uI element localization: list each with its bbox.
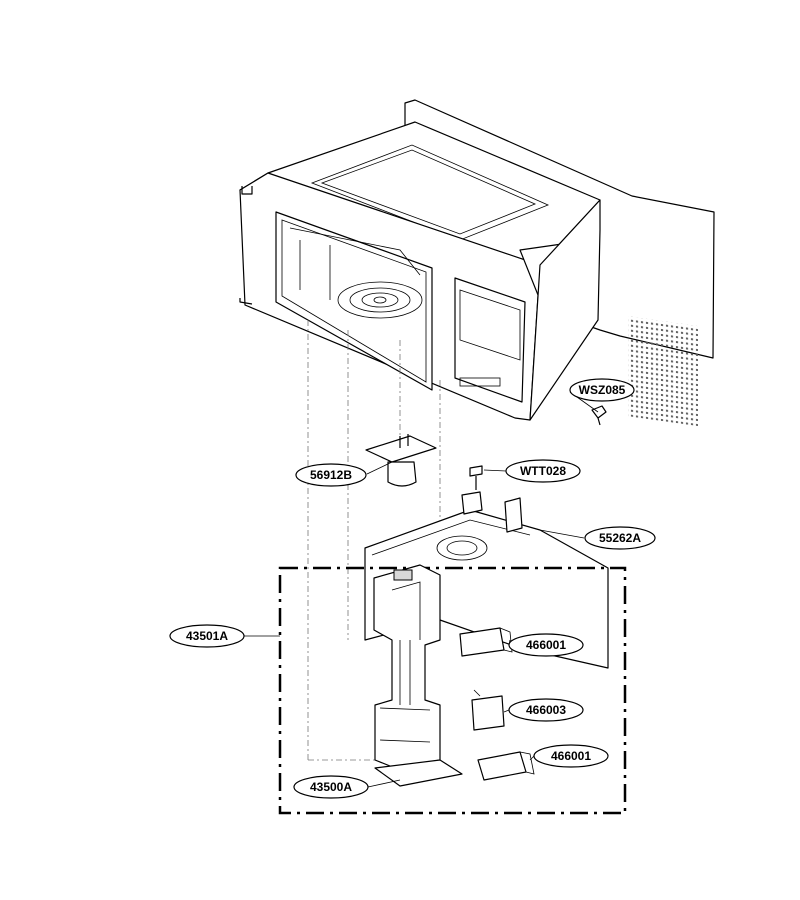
label-466001-bottom: 466001 bbox=[533, 744, 609, 768]
latch-lever-assembly bbox=[373, 564, 463, 787]
svg-text:43501A: 43501A bbox=[186, 629, 228, 643]
label-466001-top: 466001 bbox=[508, 633, 584, 657]
micro-switch-466001-top bbox=[459, 627, 513, 657]
svg-text:43500A: 43500A bbox=[310, 780, 352, 794]
label-43501a: 43501A bbox=[169, 624, 245, 648]
svg-text:466003: 466003 bbox=[526, 703, 566, 717]
micro-switch-466003 bbox=[471, 689, 505, 731]
svg-text:WTT028: WTT028 bbox=[520, 464, 566, 478]
oven-cavity-assembly bbox=[239, 99, 715, 427]
latch-assembly-boundary bbox=[278, 566, 627, 815]
svg-text:55262A: 55262A bbox=[599, 531, 641, 545]
label-55262a: 55262A bbox=[584, 526, 656, 550]
svg-text:466001: 466001 bbox=[526, 638, 566, 652]
screw-wsz085 bbox=[591, 405, 607, 426]
vent-grille bbox=[628, 316, 698, 427]
label-466003: 466003 bbox=[508, 698, 584, 722]
micro-switch-466001-bottom bbox=[477, 751, 535, 781]
svg-text:WSZ085: WSZ085 bbox=[579, 383, 626, 397]
label-56912b: 56912B bbox=[295, 463, 367, 487]
label-43500a: 43500A bbox=[293, 775, 369, 799]
label-wsz085: WSZ085 bbox=[569, 378, 635, 402]
bracket-55262a bbox=[364, 491, 609, 669]
svg-text:466001: 466001 bbox=[551, 749, 591, 763]
screw-wtt028 bbox=[469, 465, 483, 490]
leader-lines bbox=[244, 391, 599, 788]
svg-text:56912B: 56912B bbox=[310, 468, 352, 482]
label-wtt028: WTT028 bbox=[505, 459, 581, 483]
lamp-56912b bbox=[365, 434, 437, 487]
